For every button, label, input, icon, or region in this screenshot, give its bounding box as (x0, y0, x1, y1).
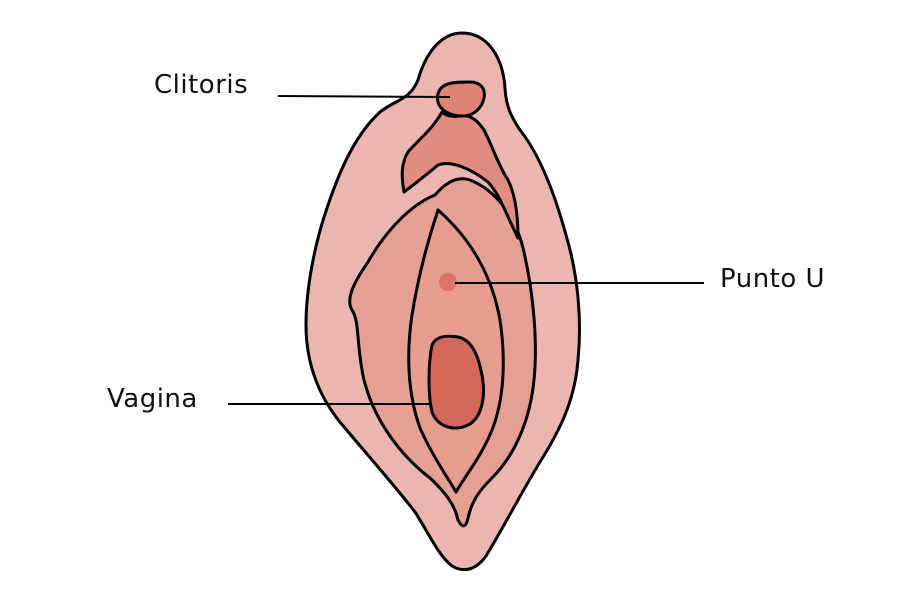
clitoral-hood (400, 110, 520, 240)
clitoris-shape (436, 80, 486, 118)
punto-u-label: Punto U (720, 264, 826, 294)
clitoris-label: Clitoris (154, 70, 249, 100)
punto-u-point (439, 273, 457, 291)
vaginal-opening (427, 334, 485, 430)
clitoris-leader-line (277, 95, 451, 98)
vagina-label: Vagina (107, 384, 198, 414)
